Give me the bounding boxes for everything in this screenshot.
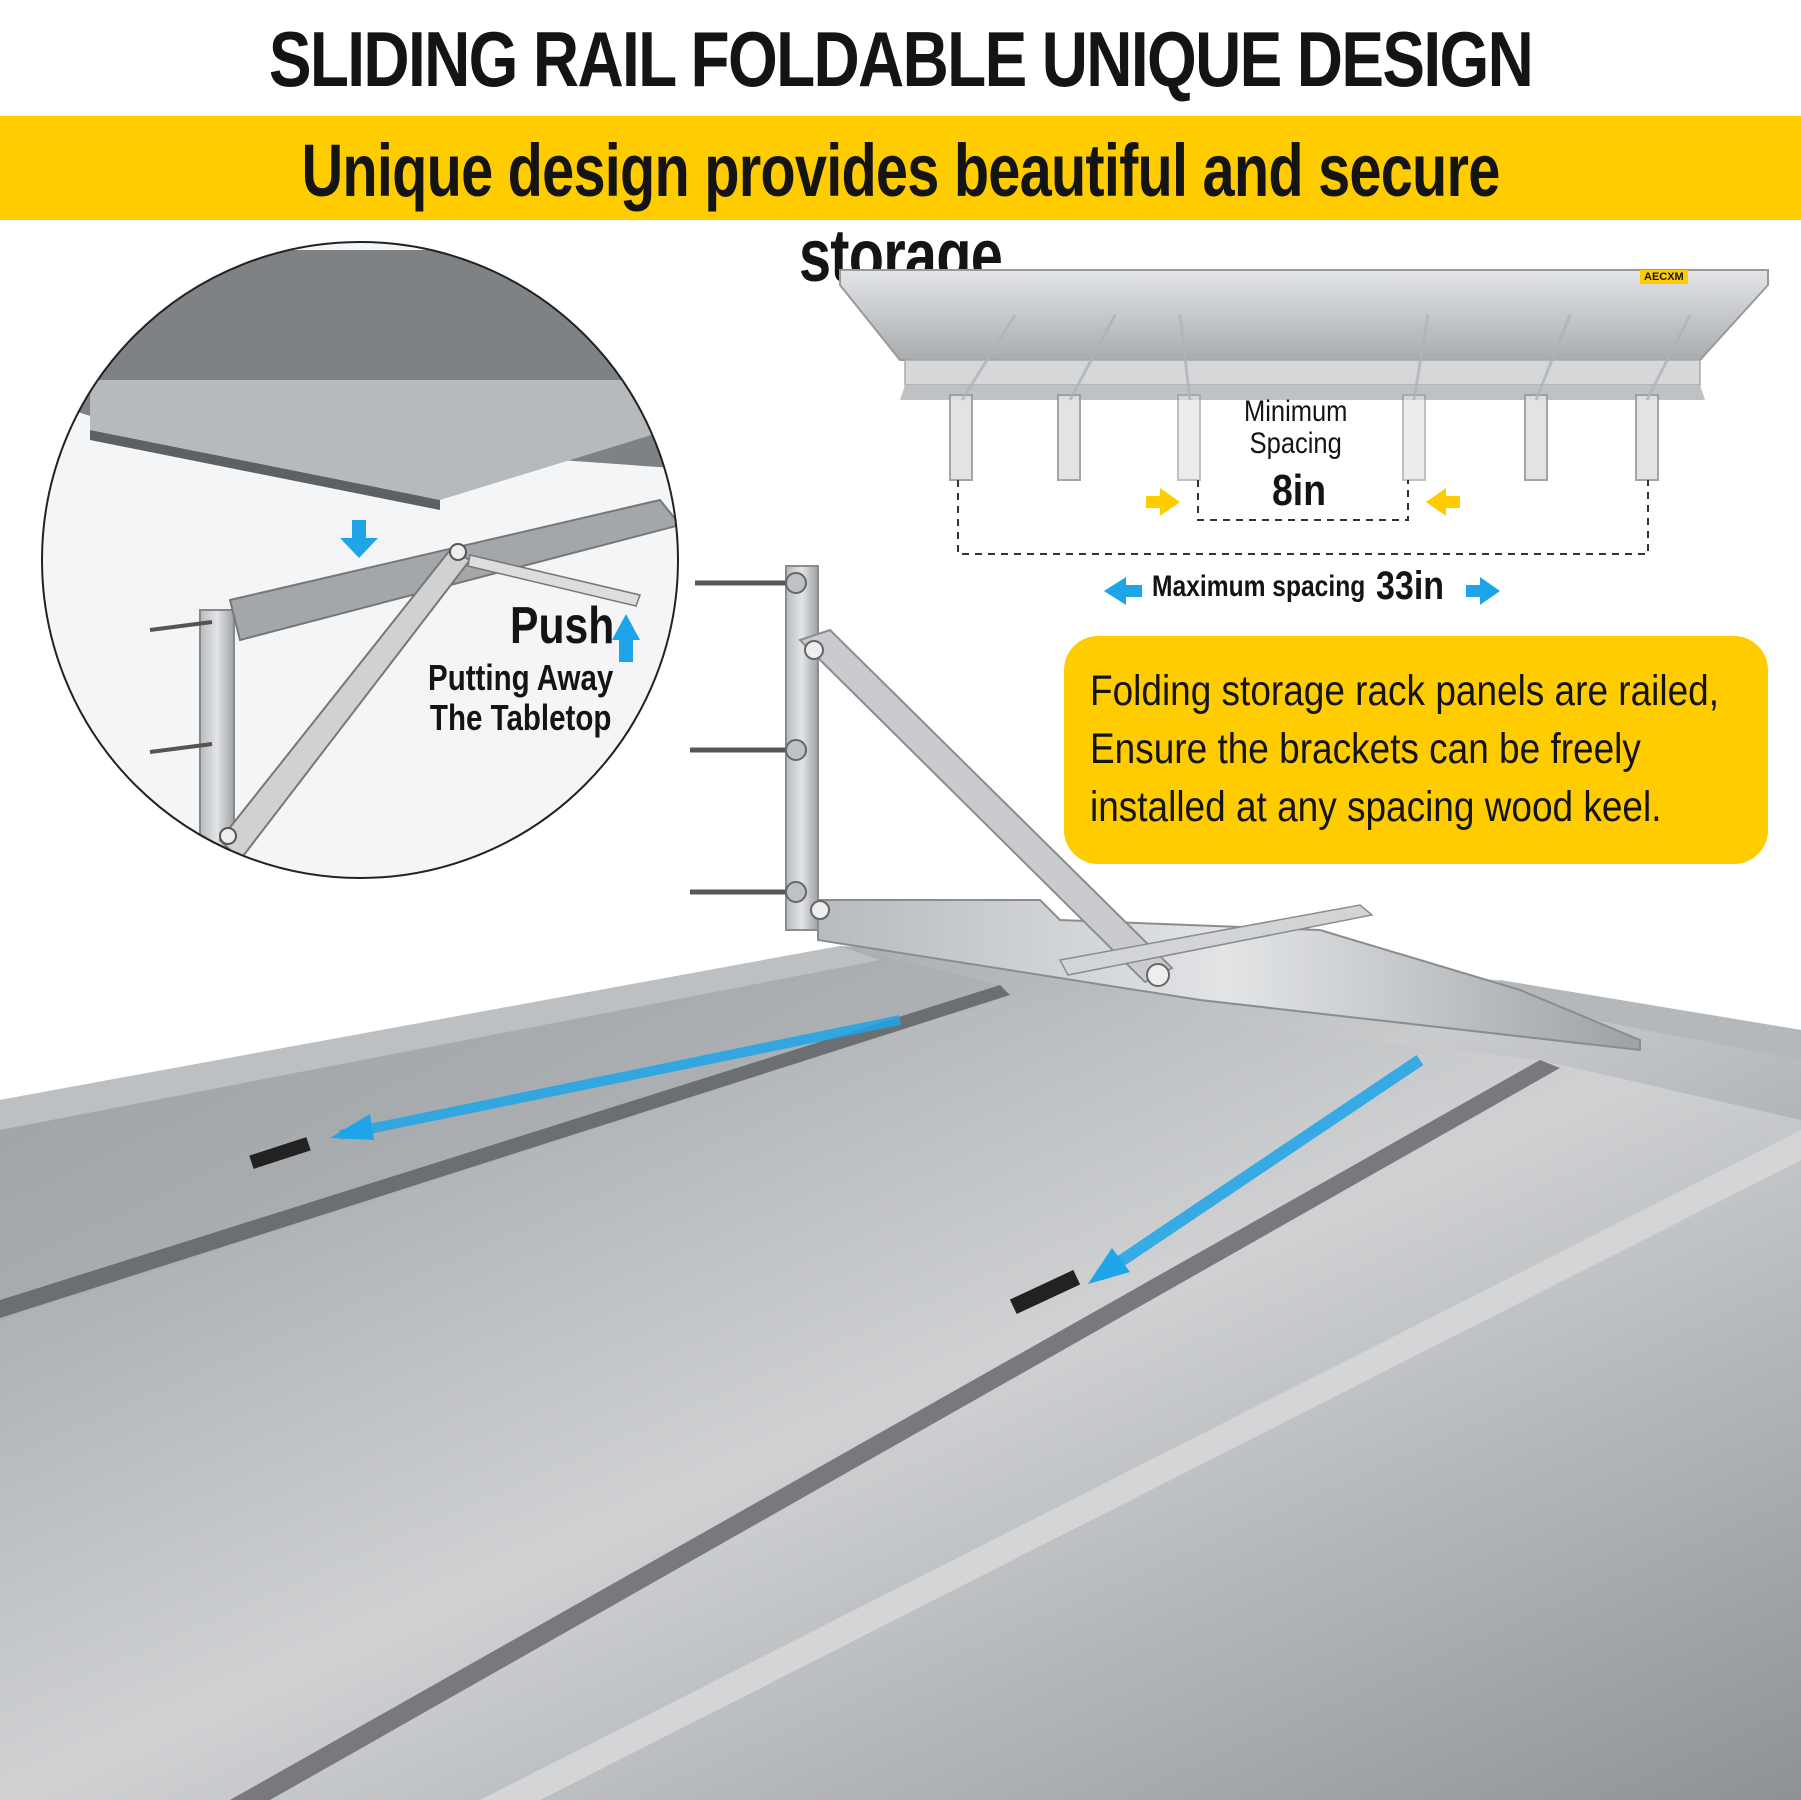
callout-line-1: Folding storage rack panels are railed, xyxy=(1090,667,1720,715)
shelf-tabletop xyxy=(0,946,1801,1800)
page-title: SLIDING RAIL FOLDABLE UNIQUE DESIGN xyxy=(268,15,1534,103)
brand-label: AECXM xyxy=(1640,270,1688,284)
max-spacing-value: 33in xyxy=(1376,564,1445,608)
putting-away-caption: Putting Away The Tabletop xyxy=(428,658,613,738)
min-spacing-arrows-icon xyxy=(1146,488,1460,516)
slide-arrow-right-rail-icon xyxy=(1088,1055,1424,1284)
down-arrow-icon xyxy=(340,520,378,558)
push-label: Push xyxy=(510,597,615,655)
slide-arrow-left-rail-icon xyxy=(330,1015,902,1140)
detail-inset xyxy=(41,241,679,879)
push-up-arrow-icon xyxy=(612,614,640,662)
spacing-diagram xyxy=(839,269,1769,605)
caption-line-1: Putting Away xyxy=(428,657,614,698)
page-subtitle: Unique design provides beautiful and sec… xyxy=(301,129,1500,297)
callout-line-2: Ensure the brackets can be freely xyxy=(1090,725,1641,773)
min-spacing-label-line-2: Spacing xyxy=(1249,427,1342,460)
folding-bracket xyxy=(690,565,1641,1052)
min-spacing-label: Minimum Spacing xyxy=(1244,396,1347,460)
callout-line-3: installed at any spacing wood keel. xyxy=(1090,783,1662,831)
subtitle-banner xyxy=(0,116,1801,220)
info-callout xyxy=(1064,636,1768,864)
info-callout-text: Folding storage rack panels are railed, … xyxy=(1090,662,1719,836)
max-spacing-label: Maximum spacing xyxy=(1152,570,1366,603)
min-spacing-label-line-1: Minimum xyxy=(1244,395,1348,428)
max-spacing-arrows-icon xyxy=(1104,577,1500,605)
caption-line-2: The Tabletop xyxy=(429,697,612,738)
min-spacing-value: 8in xyxy=(1272,466,1327,515)
